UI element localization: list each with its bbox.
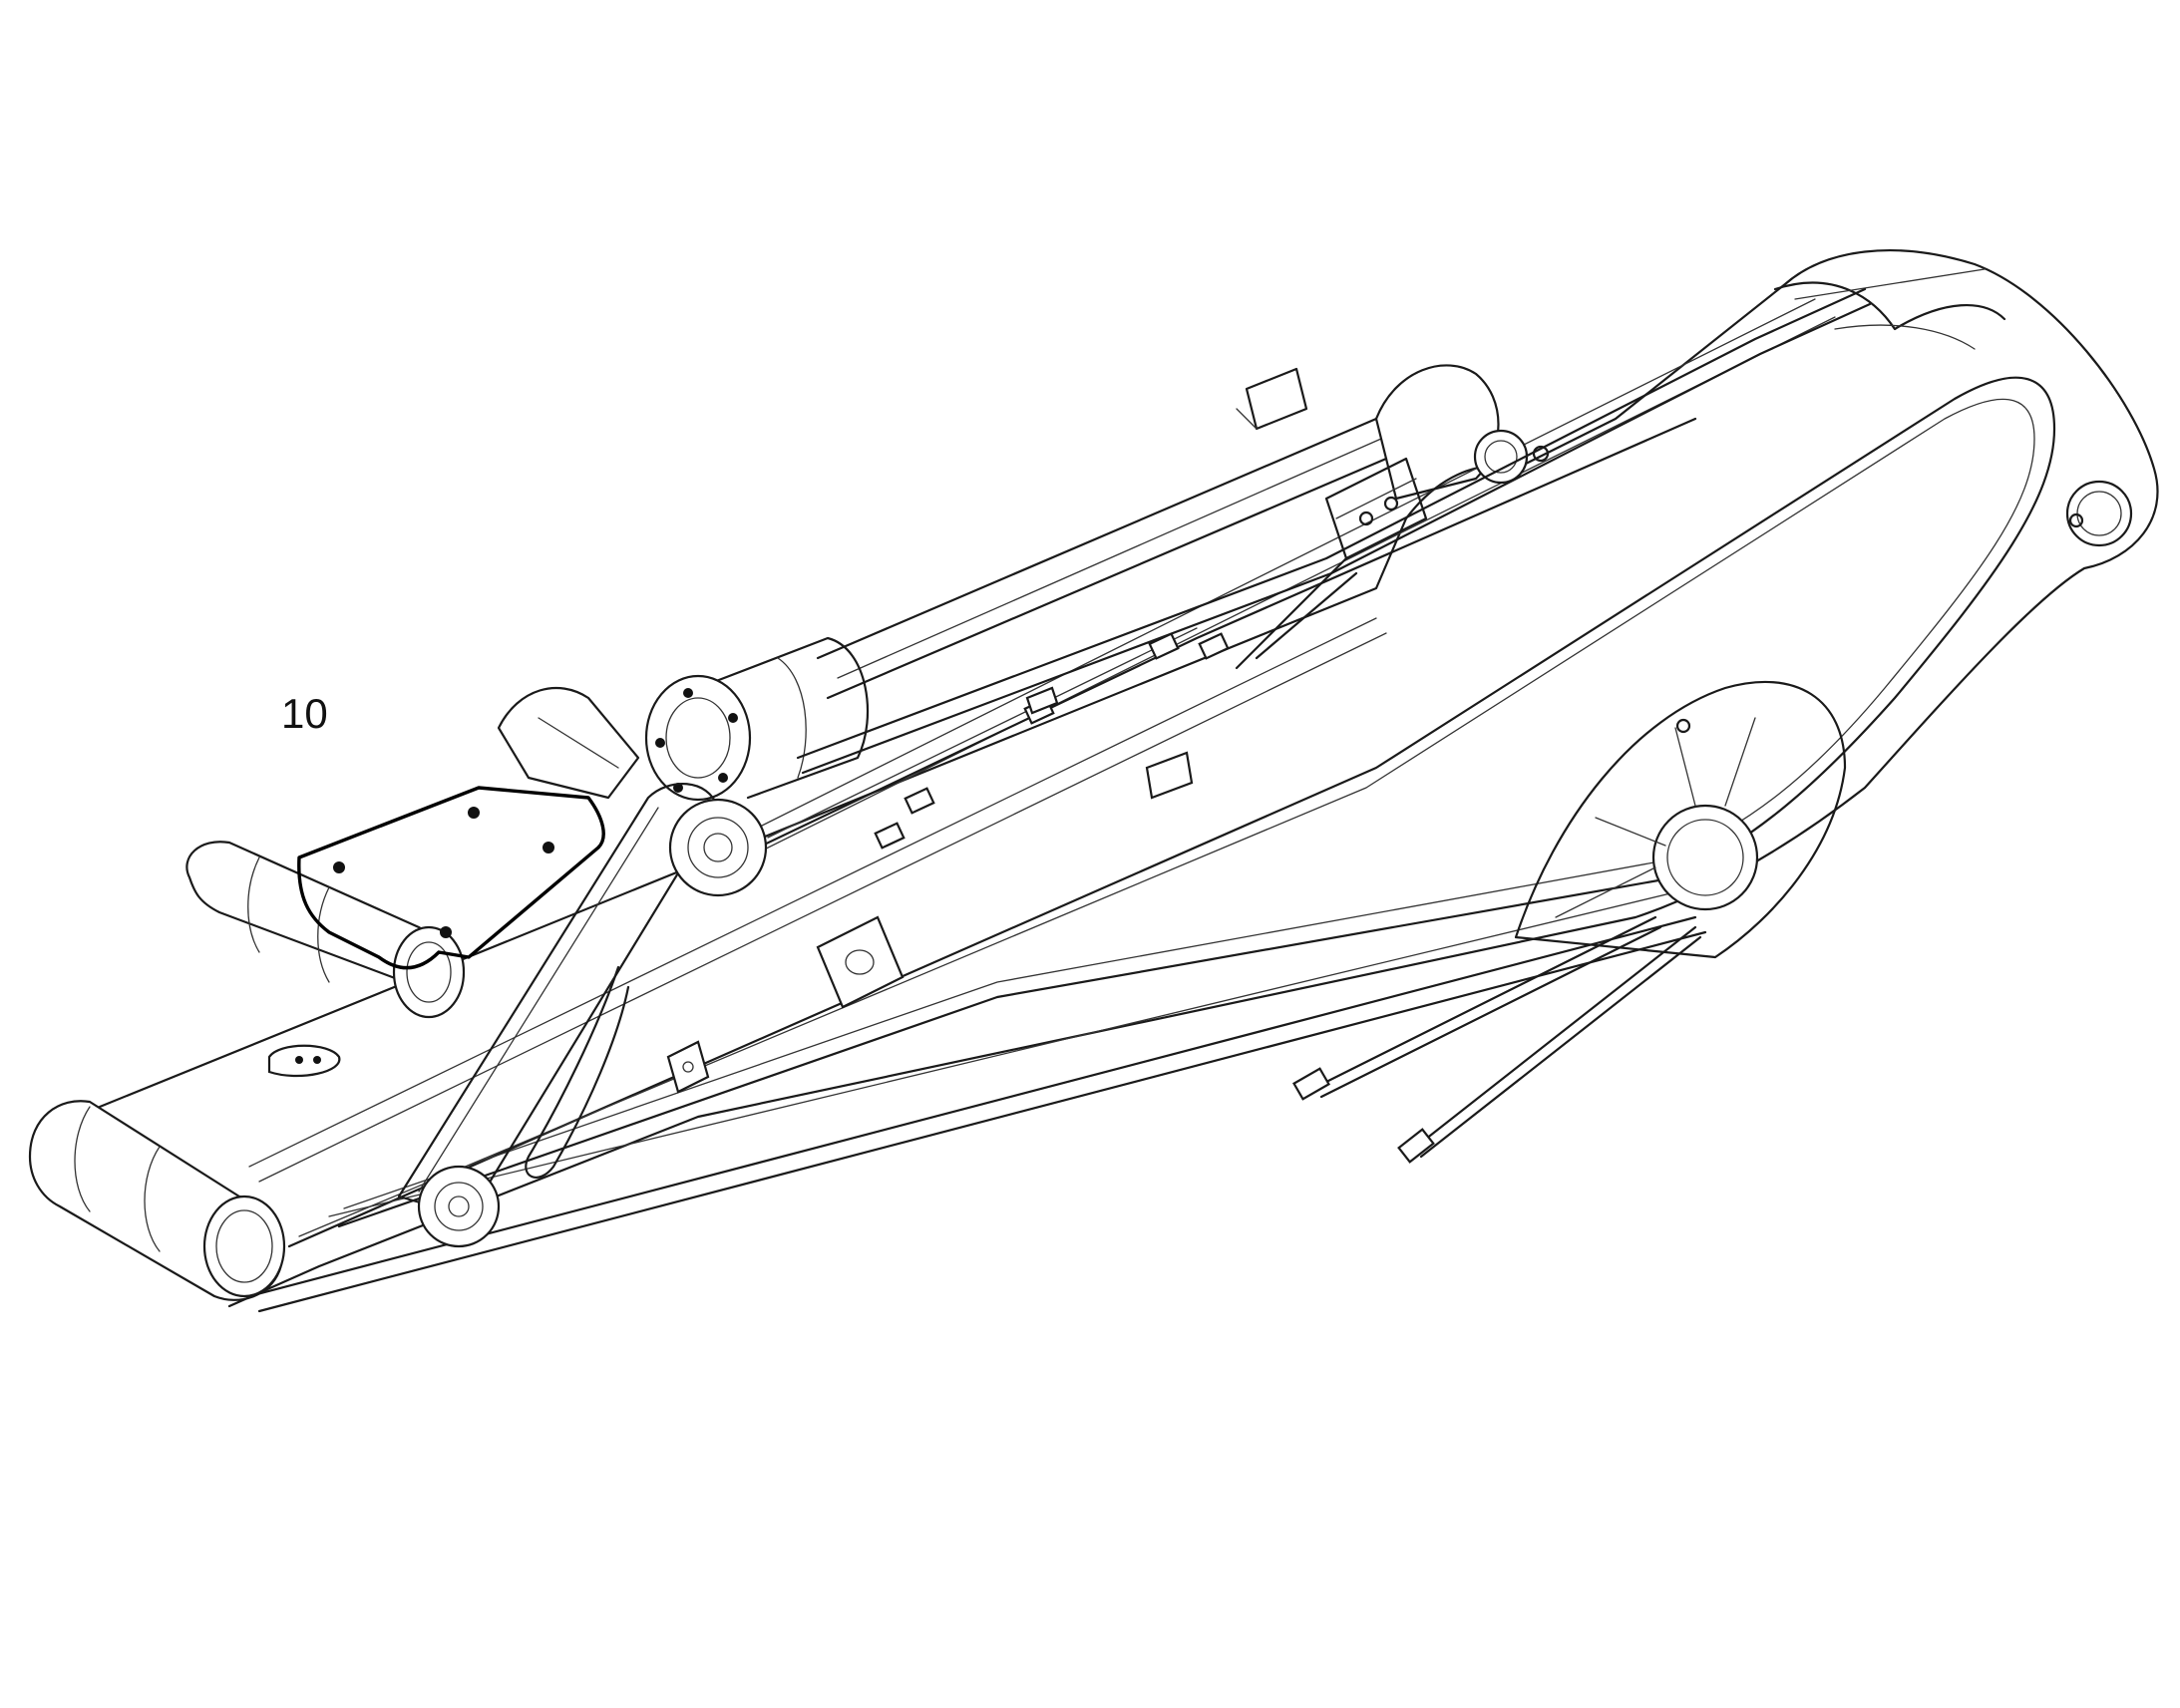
hydraulic-cylinder [644,364,1529,802]
loose-parts [267,686,1194,1094]
callout-label: 10 [281,690,328,737]
boom-body [98,249,2159,1308]
web-sector [1514,680,1847,959]
rod-end-bracket [1235,367,1550,670]
foot-pin [28,1100,286,1301]
cover-plate [297,786,605,970]
hydraulic-hoses [756,287,1872,1164]
pivot-linkage [185,686,768,1248]
